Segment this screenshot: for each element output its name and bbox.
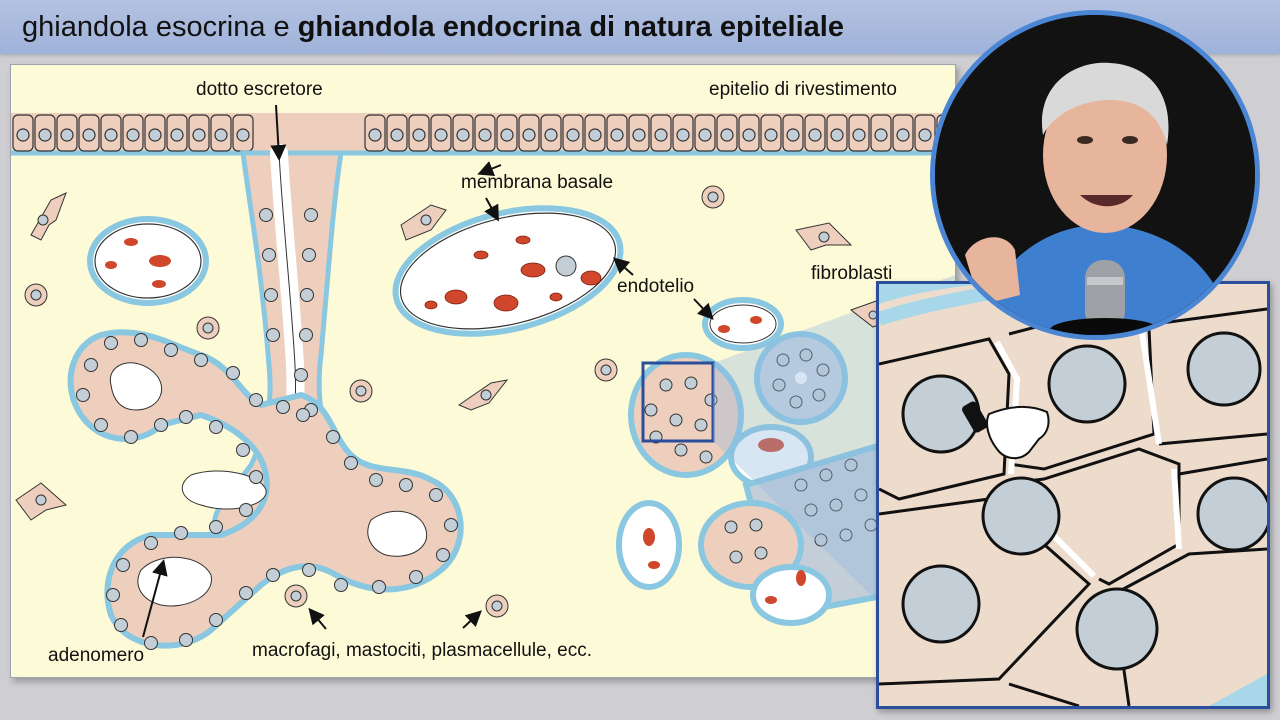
zoomed-cells [879,284,1267,706]
slide-title: ghiandola esocrina e ghiandola endocrina… [22,11,844,44]
label-adenomero: adenomero [48,645,144,667]
label-macrofagi: macrofagi, mastociti, plasmacellule, ecc… [252,640,592,662]
label-epitelio-rivestimento: epitelio di rivestimento [709,79,897,101]
gland-diagram [11,65,955,677]
pointer-hand-icon [961,400,1049,458]
zoom-inset [876,281,1270,709]
surface-epithelium [11,113,955,153]
label-endotelio: endotelio [617,276,694,298]
blood-vessel-small [90,219,206,303]
label-dotto-escretore: dotto escretore [196,79,323,101]
label-membrana-basale: membrana basale [461,172,613,194]
title-bold: ghiandola endocrina di natura epiteliale [298,11,844,43]
diagram-panel: dotto escretore epitelio di rivestimento… [10,64,956,678]
title-regular: ghiandola esocrina e [22,11,298,43]
presenter-webcam [930,10,1260,340]
presenter-avatar [935,15,1260,340]
capillary [705,300,781,348]
